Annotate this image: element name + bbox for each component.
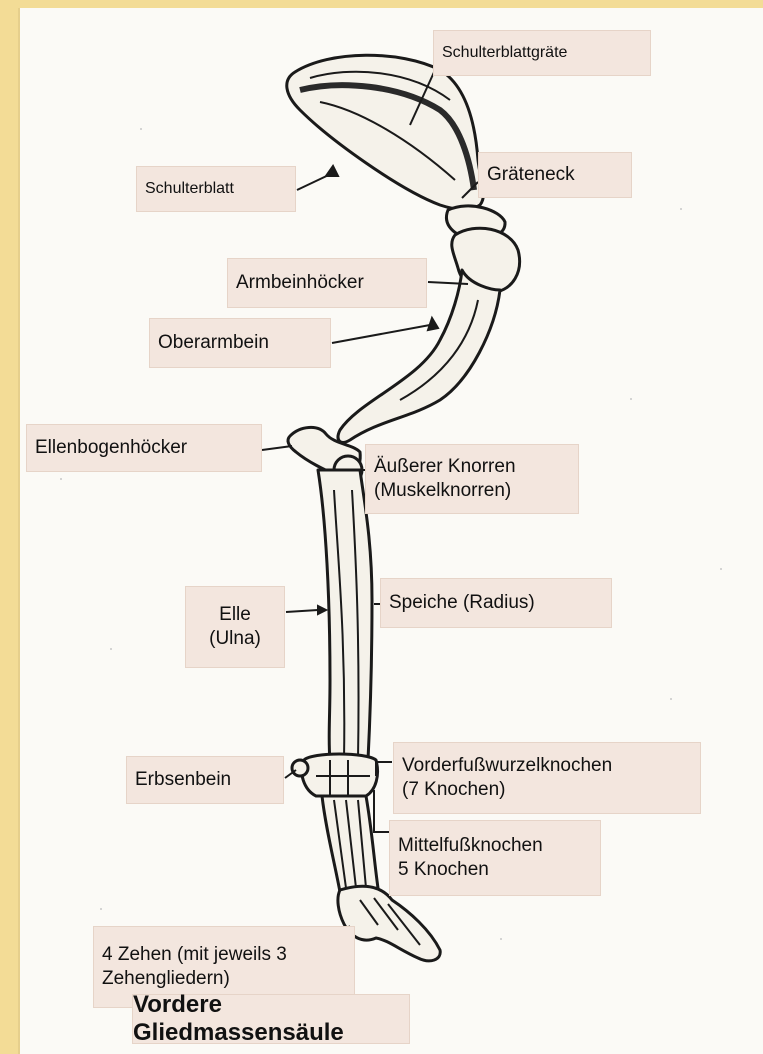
label-mittelfussknochen: Mittelfußknochen 5 Knochen (389, 820, 601, 896)
label-schulterblatt: Schulterblatt (136, 166, 296, 212)
label-schulterblattgraete: Schulterblattgräte (433, 30, 651, 76)
label-vorderfusswurzelknochen: Vorderfußwurzelknochen (7 Knochen) (393, 742, 701, 814)
scapula-bone (287, 55, 484, 209)
label-graeteneck: Gräteneck (478, 152, 632, 198)
label-erbsenbein: Erbsenbein (126, 756, 284, 804)
label-elle: Elle (Ulna) (185, 586, 285, 668)
label-speiche: Speiche (Radius) (380, 578, 612, 628)
label-armbeinhoecker: Armbeinhöcker (227, 258, 427, 308)
diagram-title: Vordere Gliedmassensäule (132, 994, 410, 1044)
label-oberarmbein: Oberarmbein (149, 318, 331, 368)
label-ellenbogenhoecker: Ellenbogenhöcker (26, 424, 262, 472)
label-aeusserer-knorren: Äußerer Knorren (Muskelknorren) (365, 444, 579, 514)
